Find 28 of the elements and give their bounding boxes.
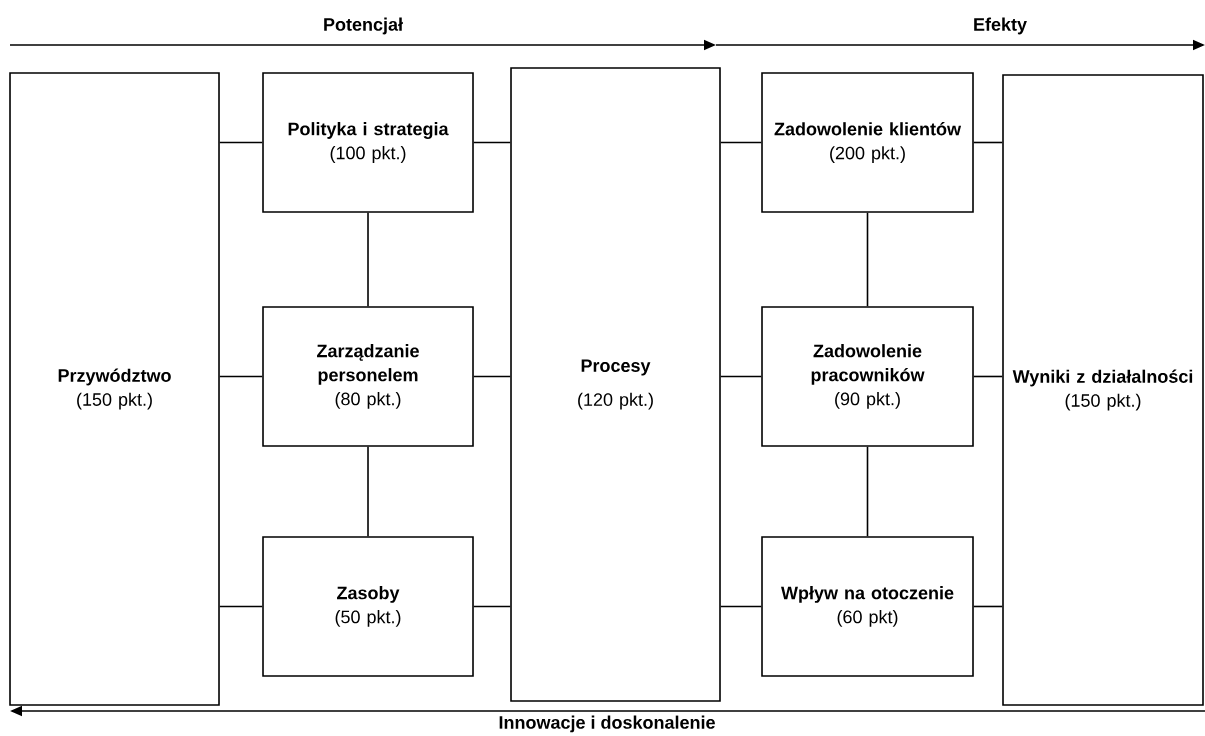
connector-line (219, 141, 263, 144)
connector-line (473, 605, 511, 608)
connector-line (973, 605, 1003, 608)
connector-line (367, 212, 369, 307)
column-box: Zadowolenie klientów (200 pkt.) (761, 72, 974, 213)
column-box: Procesy (120 pkt.) (510, 67, 721, 702)
connector-line (219, 375, 263, 378)
connector-line (720, 141, 762, 144)
column-box: Zarządzanie personelem (80 pkt.) (262, 306, 474, 447)
column-box: Zasoby (50 pkt.) (262, 536, 474, 677)
column-box: Polityka i strategia (100 pkt.) (262, 72, 474, 213)
connector-line (720, 375, 762, 378)
connector-line (866, 445, 869, 537)
arrow-label: Innowacje i doskonalenie (499, 715, 715, 733)
connector-line (473, 375, 511, 378)
connector-line (973, 375, 1003, 378)
column-box: Zadowolenie pracowników (90 pkt.) (761, 306, 974, 447)
connector-line (219, 605, 263, 608)
arrow-label: Potencjał (324, 17, 403, 35)
connector-line (720, 605, 762, 608)
column-box: Wpływ na otoczenie (60 pkt) (761, 536, 974, 677)
connector-line (973, 141, 1003, 144)
column-box: Wyniki z działalności (150 pkt.) (1002, 74, 1204, 706)
column-box: Przywództwo (150 pkt.) (9, 72, 220, 706)
arrow-label: Efekty (974, 17, 1027, 35)
connector-line (866, 212, 869, 307)
connector-line (367, 445, 369, 537)
connector-line (473, 141, 511, 144)
